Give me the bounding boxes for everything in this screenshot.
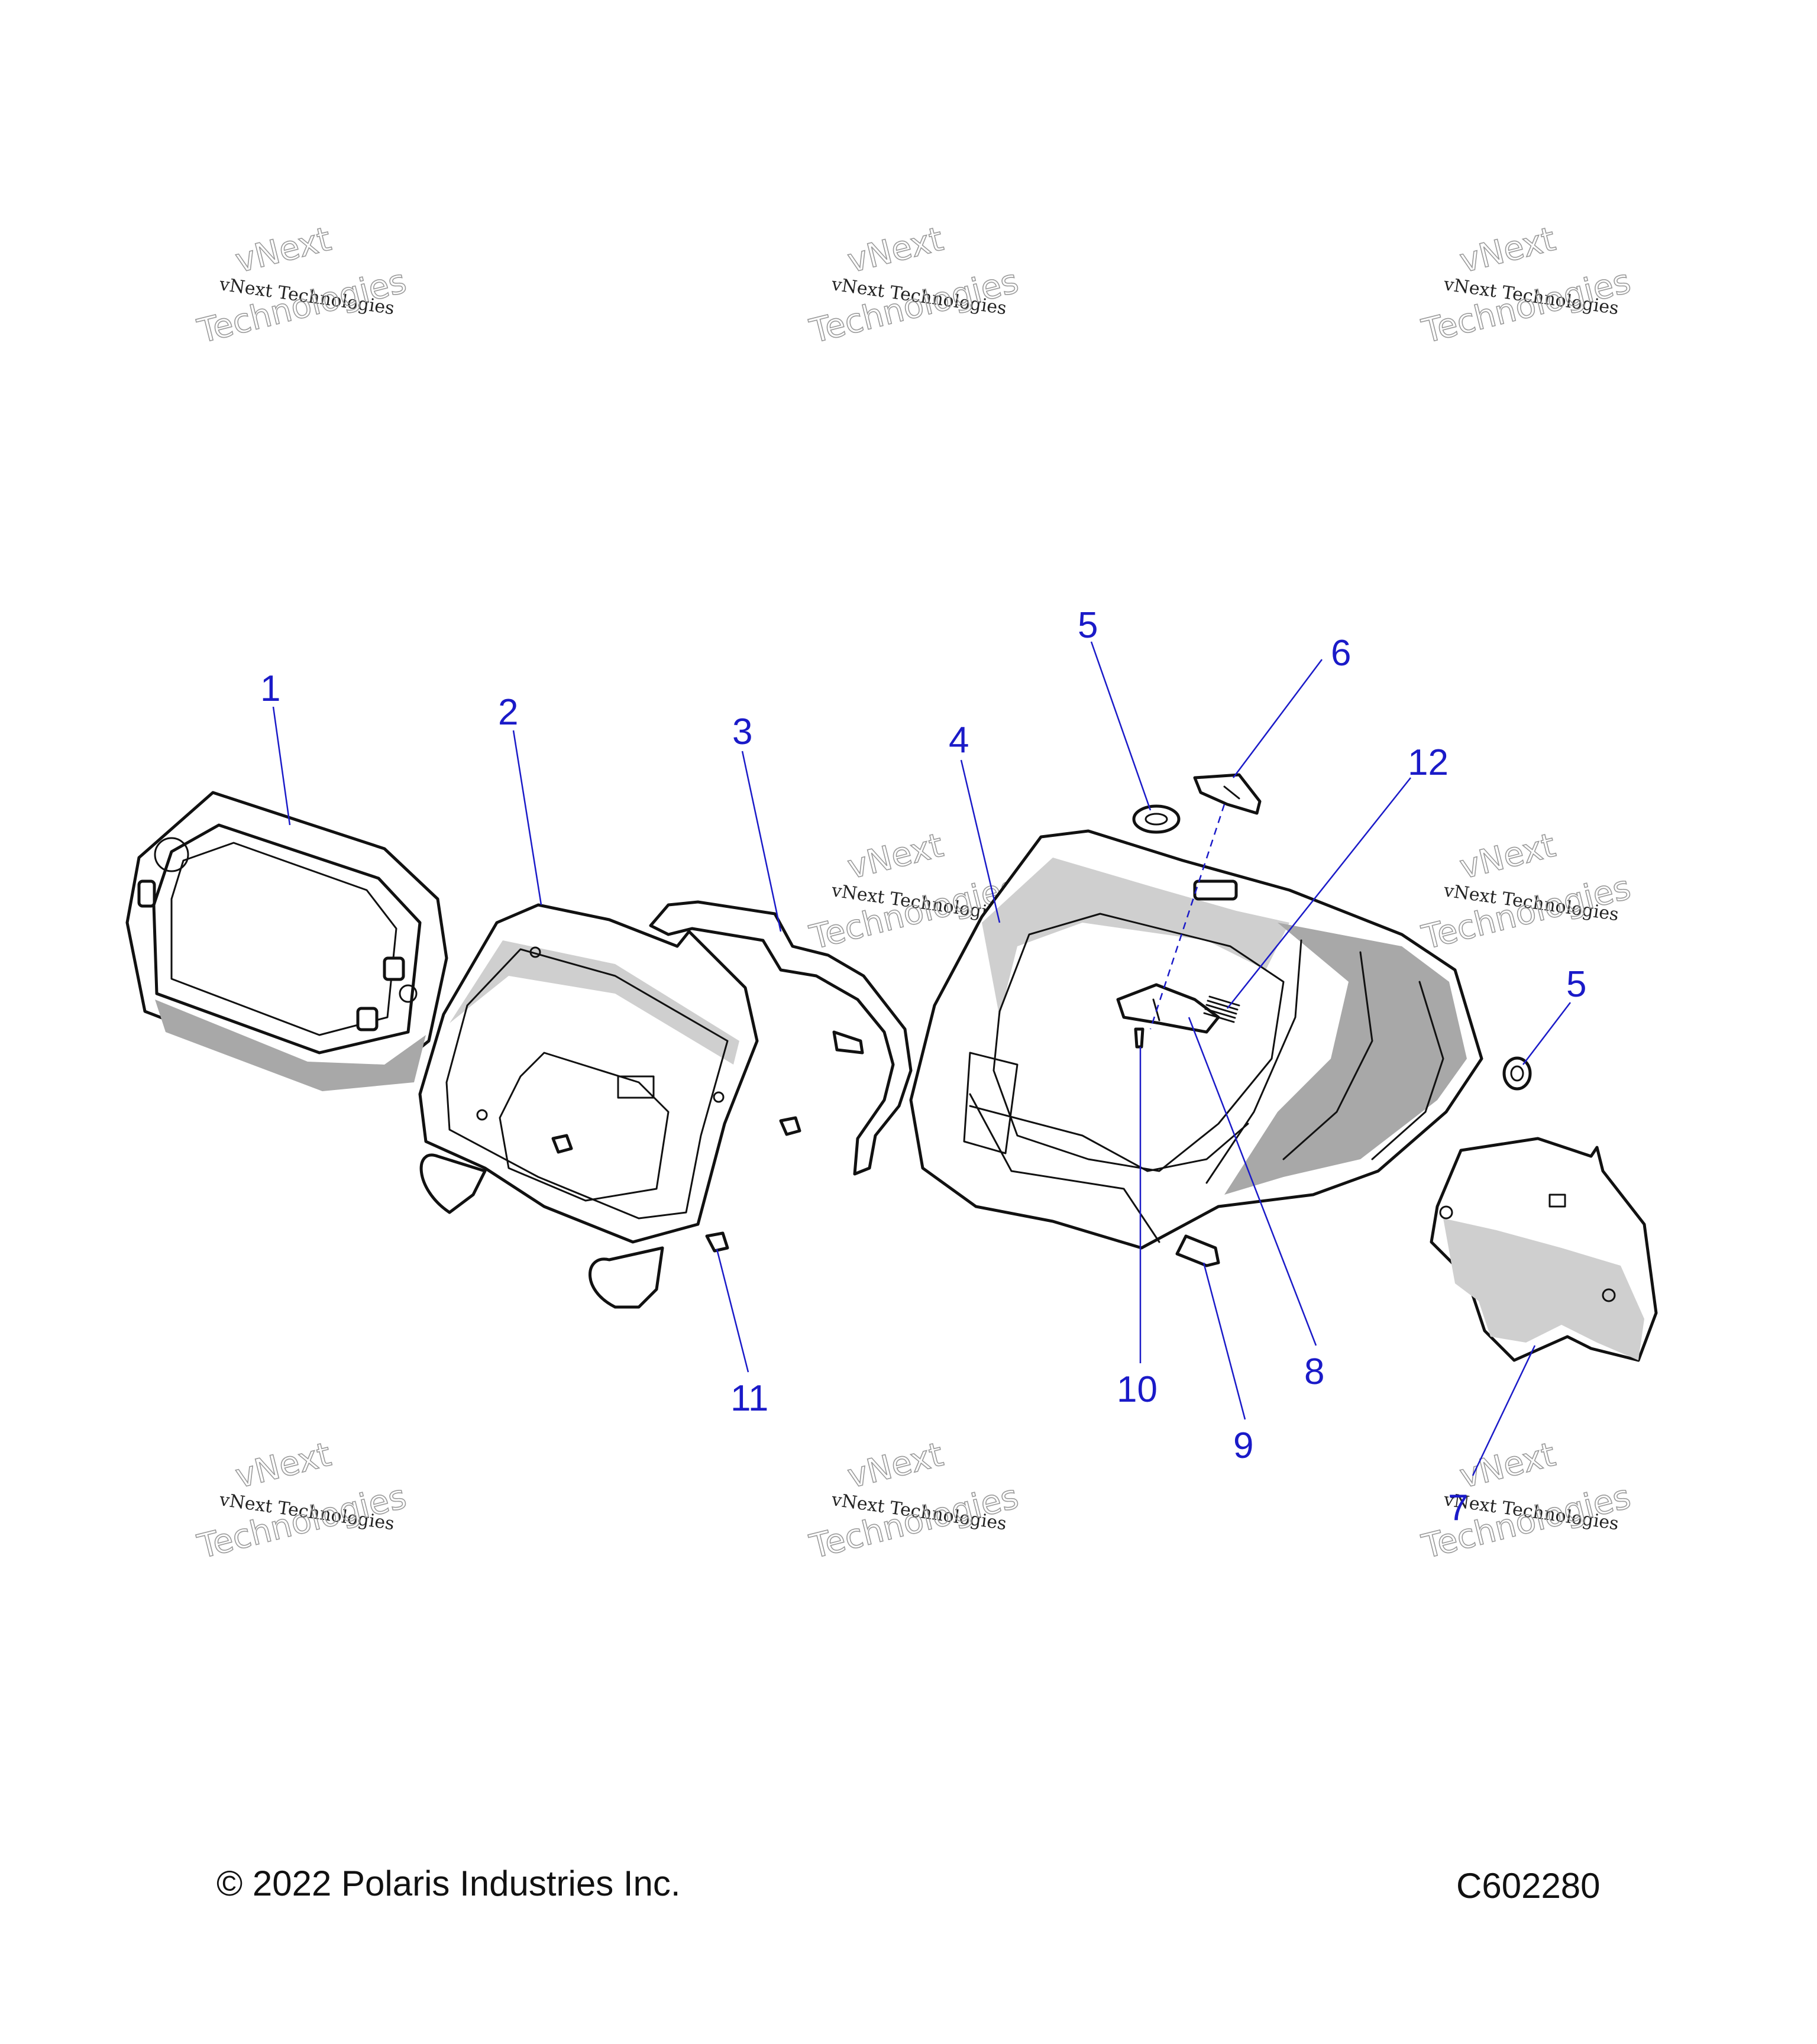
part-6-latch-catch — [1193, 773, 1262, 815]
watermark: vNext vNext Technologies Technologies — [806, 1435, 1023, 1567]
leader-12 — [1227, 777, 1411, 1009]
drawing-number: C602280 — [1456, 1866, 1601, 1906]
watermark: vNext vNext Technologies Technologies — [193, 1435, 410, 1567]
svg-text:vNext: vNext — [232, 220, 335, 281]
leader-7 — [1472, 1345, 1536, 1476]
leader-lines — [272, 641, 1571, 1476]
leader-5b — [1522, 1002, 1571, 1065]
leader-8 — [1188, 1017, 1317, 1346]
part-11-screw — [551, 1134, 573, 1154]
callout-4: 4 — [949, 720, 969, 761]
callout-10: 10 — [1117, 1369, 1158, 1410]
watermark: vNext vNext Technologies Technologies — [806, 219, 1023, 351]
callout-3: 3 — [732, 711, 752, 752]
leader-4 — [960, 759, 1001, 923]
watermark: vNext vNext Technologies Technologies — [193, 219, 410, 351]
watermark: vNext vNext Technologies Technologies — [1418, 826, 1635, 958]
part-5-grommet — [1132, 804, 1181, 834]
part-10-pin — [1134, 1027, 1144, 1049]
callout-11: 11 — [730, 1378, 768, 1419]
svg-text:vNext: vNext — [844, 826, 947, 887]
part-8-latch — [1116, 983, 1220, 1034]
part-5-grommet — [1502, 1056, 1532, 1091]
callout-8: 8 — [1304, 1351, 1324, 1392]
part-11-screw — [705, 1231, 729, 1253]
copyright-notice: © 2022 Polaris Industries Inc. — [216, 1864, 681, 1903]
part-11-screw — [832, 1030, 864, 1055]
leader-1 — [272, 706, 291, 826]
part-2-bezel — [418, 903, 759, 1309]
part-9-screw — [1175, 1234, 1220, 1267]
part-1-instrument-display — [125, 791, 448, 1091]
leader-3 — [741, 751, 782, 932]
watermark: vNext vNext Technologies Technologies — [1418, 219, 1635, 351]
part-4-dash-housing — [909, 829, 1483, 1250]
leader-6-dash — [1149, 804, 1226, 1030]
leader-5a — [1090, 641, 1152, 811]
leader-9 — [1202, 1262, 1246, 1420]
callout-12: 12 — [1408, 742, 1449, 783]
svg-text:vNext: vNext — [1456, 826, 1559, 887]
svg-text:vNext: vNext — [844, 220, 947, 281]
callout-6: 6 — [1331, 633, 1351, 674]
svg-text:vNext: vNext — [232, 1435, 335, 1496]
svg-text:vNext: vNext — [844, 1435, 947, 1496]
leader-2 — [512, 730, 542, 905]
part-7-back-cover — [1430, 1137, 1658, 1362]
part-11-screw — [779, 1116, 801, 1136]
callout-2: 2 — [498, 692, 518, 733]
leader-11 — [716, 1249, 749, 1373]
svg-text:vNext: vNext — [1456, 1435, 1559, 1496]
callouts: 1 2 3 4 5 6 12 5 8 10 9 11 7 — [260, 605, 1586, 1528]
callout-5-top: 5 — [1078, 605, 1098, 646]
callout-1: 1 — [260, 668, 280, 709]
callout-9: 9 — [1233, 1425, 1253, 1466]
part-3-gasket — [649, 900, 913, 1176]
leader-6 — [1233, 659, 1323, 778]
callout-7: 7 — [1448, 1487, 1468, 1528]
svg-text:vNext: vNext — [1456, 220, 1559, 281]
callout-5-right: 5 — [1566, 964, 1586, 1005]
part-12-spring — [1203, 995, 1240, 1023]
